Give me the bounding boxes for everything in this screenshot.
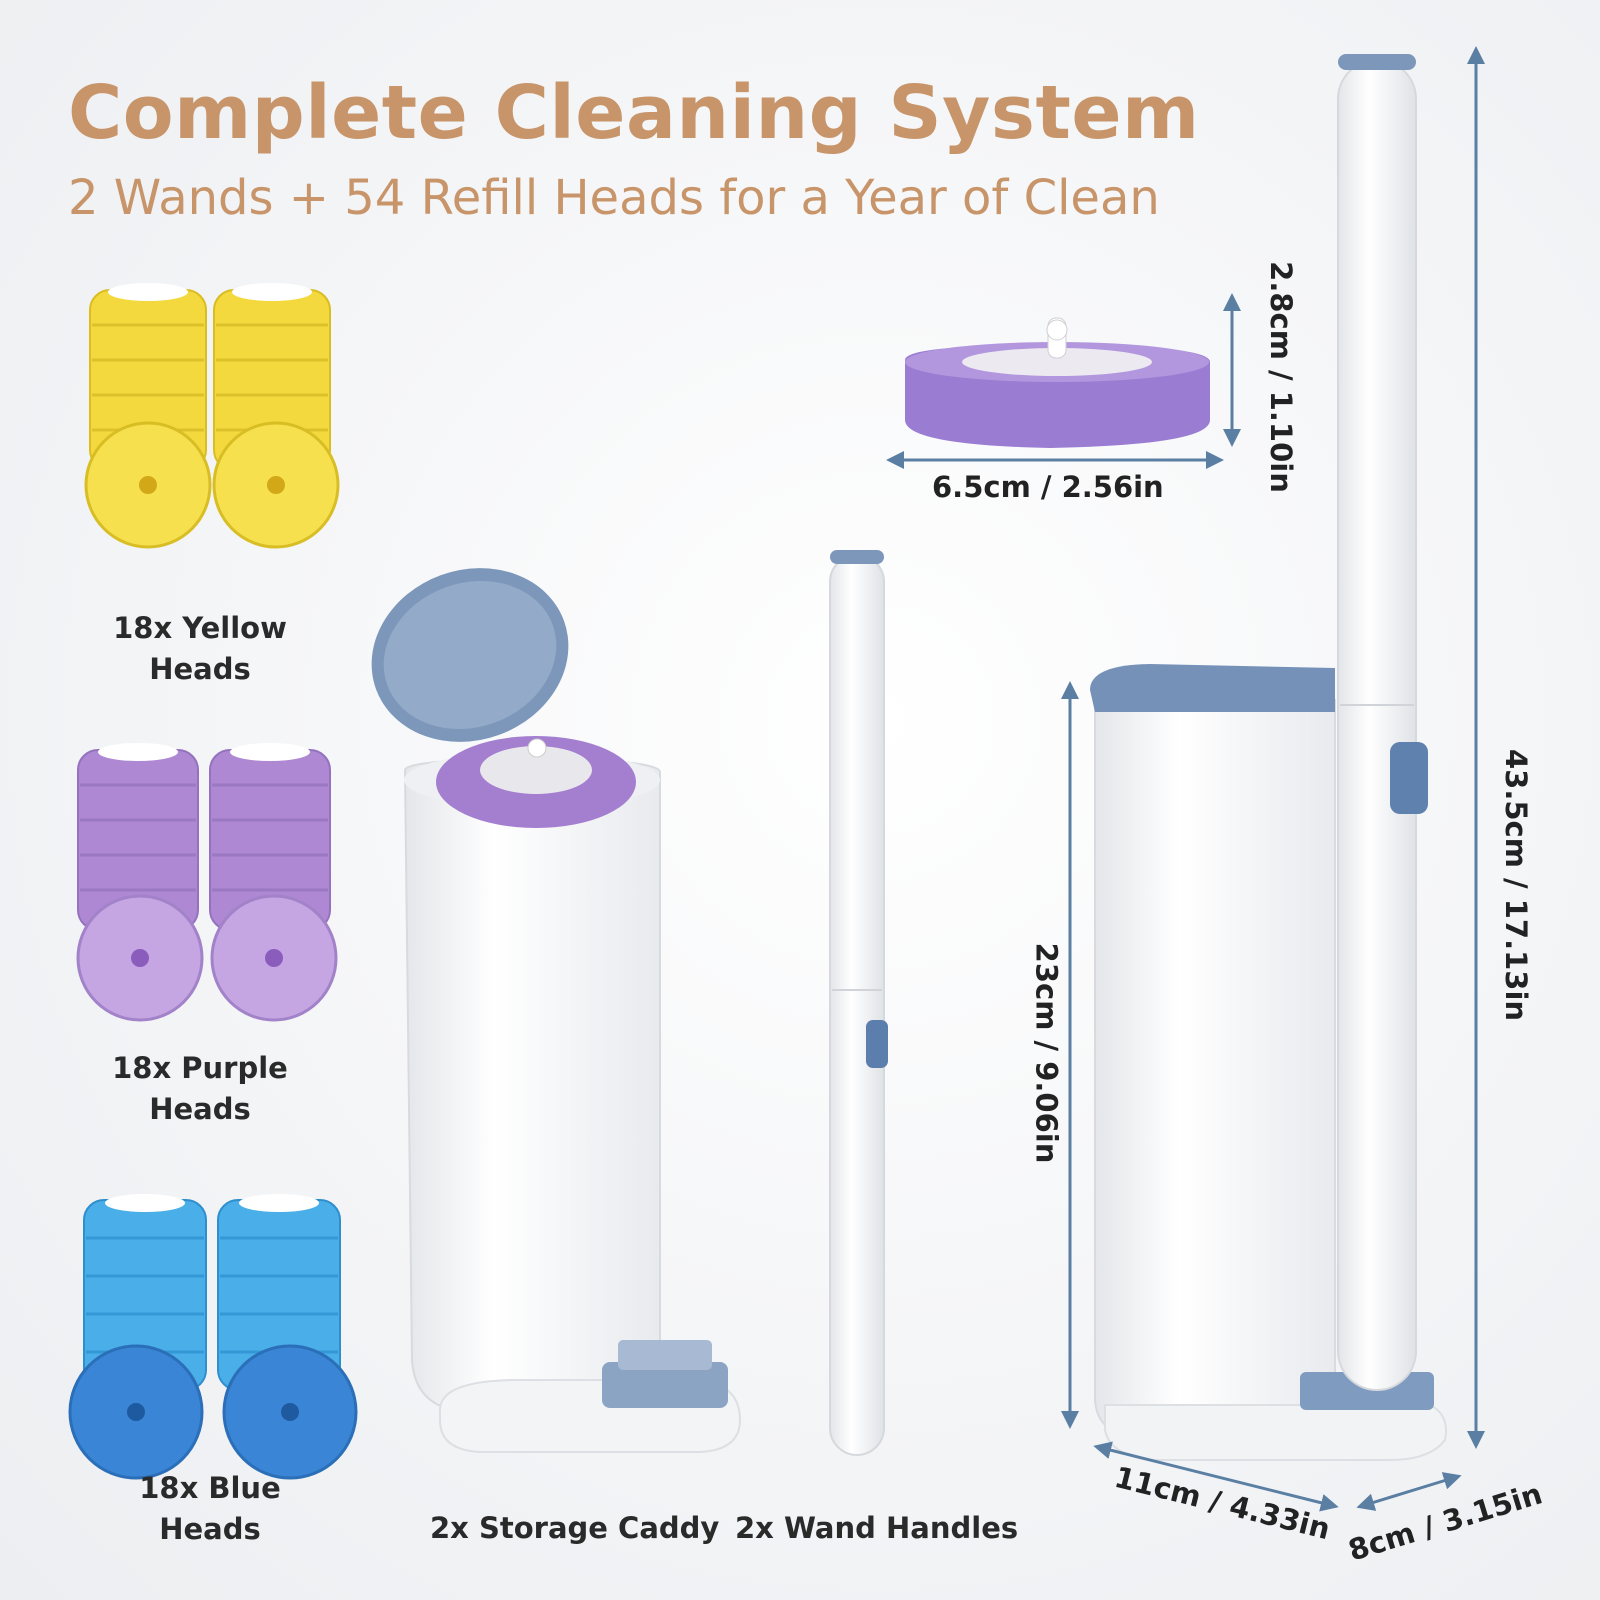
head-height-dimension: 2.8cm / 1.10in bbox=[1263, 261, 1298, 493]
purple-refill-head bbox=[905, 317, 1210, 448]
yellow-heads-count: 18x Yellow bbox=[113, 611, 287, 645]
head-width-dimension: 6.5cm / 2.56in bbox=[932, 470, 1164, 504]
blue-refill-stacks bbox=[68, 1194, 358, 1480]
blue-heads-word: Heads bbox=[159, 1512, 261, 1546]
blue-heads-count: 18x Blue bbox=[139, 1471, 281, 1505]
total-height-dimension: 43.5cm / 17.13in bbox=[1499, 748, 1534, 1022]
page-subtitle: 2 Wands + 54 Refill Heads for a Year of … bbox=[68, 170, 1160, 226]
page-title: Complete Cleaning System bbox=[68, 70, 1200, 156]
yellow-heads-label: 18x Yellow Heads bbox=[95, 608, 305, 690]
blue-heads-label: 18x Blue Heads bbox=[105, 1468, 315, 1550]
caddy-height-dimension: 23cm / 9.06in bbox=[1029, 942, 1064, 1164]
purple-heads-label: 18x Purple Heads bbox=[95, 1048, 305, 1130]
assembled-caddy-with-wand bbox=[1090, 54, 1447, 1461]
purple-heads-count: 18x Purple bbox=[112, 1051, 288, 1085]
purple-heads-word: Heads bbox=[149, 1092, 251, 1126]
yellow-heads-word: Heads bbox=[149, 652, 251, 686]
wand-handle bbox=[829, 550, 888, 1456]
storage-caddy-label: 2x Storage Caddy bbox=[430, 1511, 720, 1545]
yellow-refill-stacks bbox=[84, 283, 340, 549]
wand-handles-label: 2x Wand Handles bbox=[735, 1511, 1019, 1545]
dimension-arrows bbox=[886, 46, 1485, 1512]
purple-refill-stacks bbox=[76, 743, 338, 1022]
storage-caddy bbox=[371, 568, 742, 1453]
